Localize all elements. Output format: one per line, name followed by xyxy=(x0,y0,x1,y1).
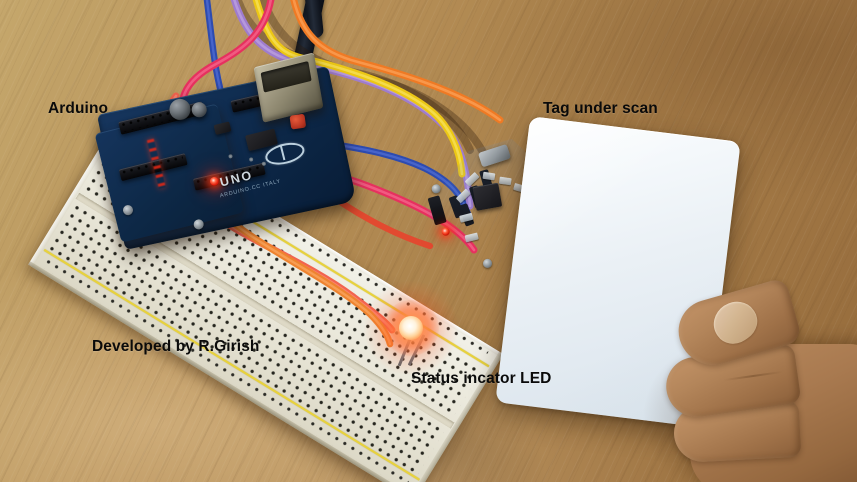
rfid-mfrc522-chip xyxy=(472,182,503,211)
hand-holding-card xyxy=(642,277,857,482)
reset-button[interactable] xyxy=(289,113,307,130)
label-arduino: Arduino xyxy=(48,100,109,117)
label-developed-by: Developed by R.Girish xyxy=(92,338,260,355)
fingernail xyxy=(705,293,765,352)
led-core xyxy=(399,316,423,340)
status-indicator-led xyxy=(364,281,458,375)
label-tag-under-scan: Tag under scan xyxy=(543,100,658,117)
label-status-indicator-led: Status incator LED xyxy=(411,370,552,387)
arduino-uno-board: UNO ARDUINO.CC ITALY xyxy=(87,46,365,260)
